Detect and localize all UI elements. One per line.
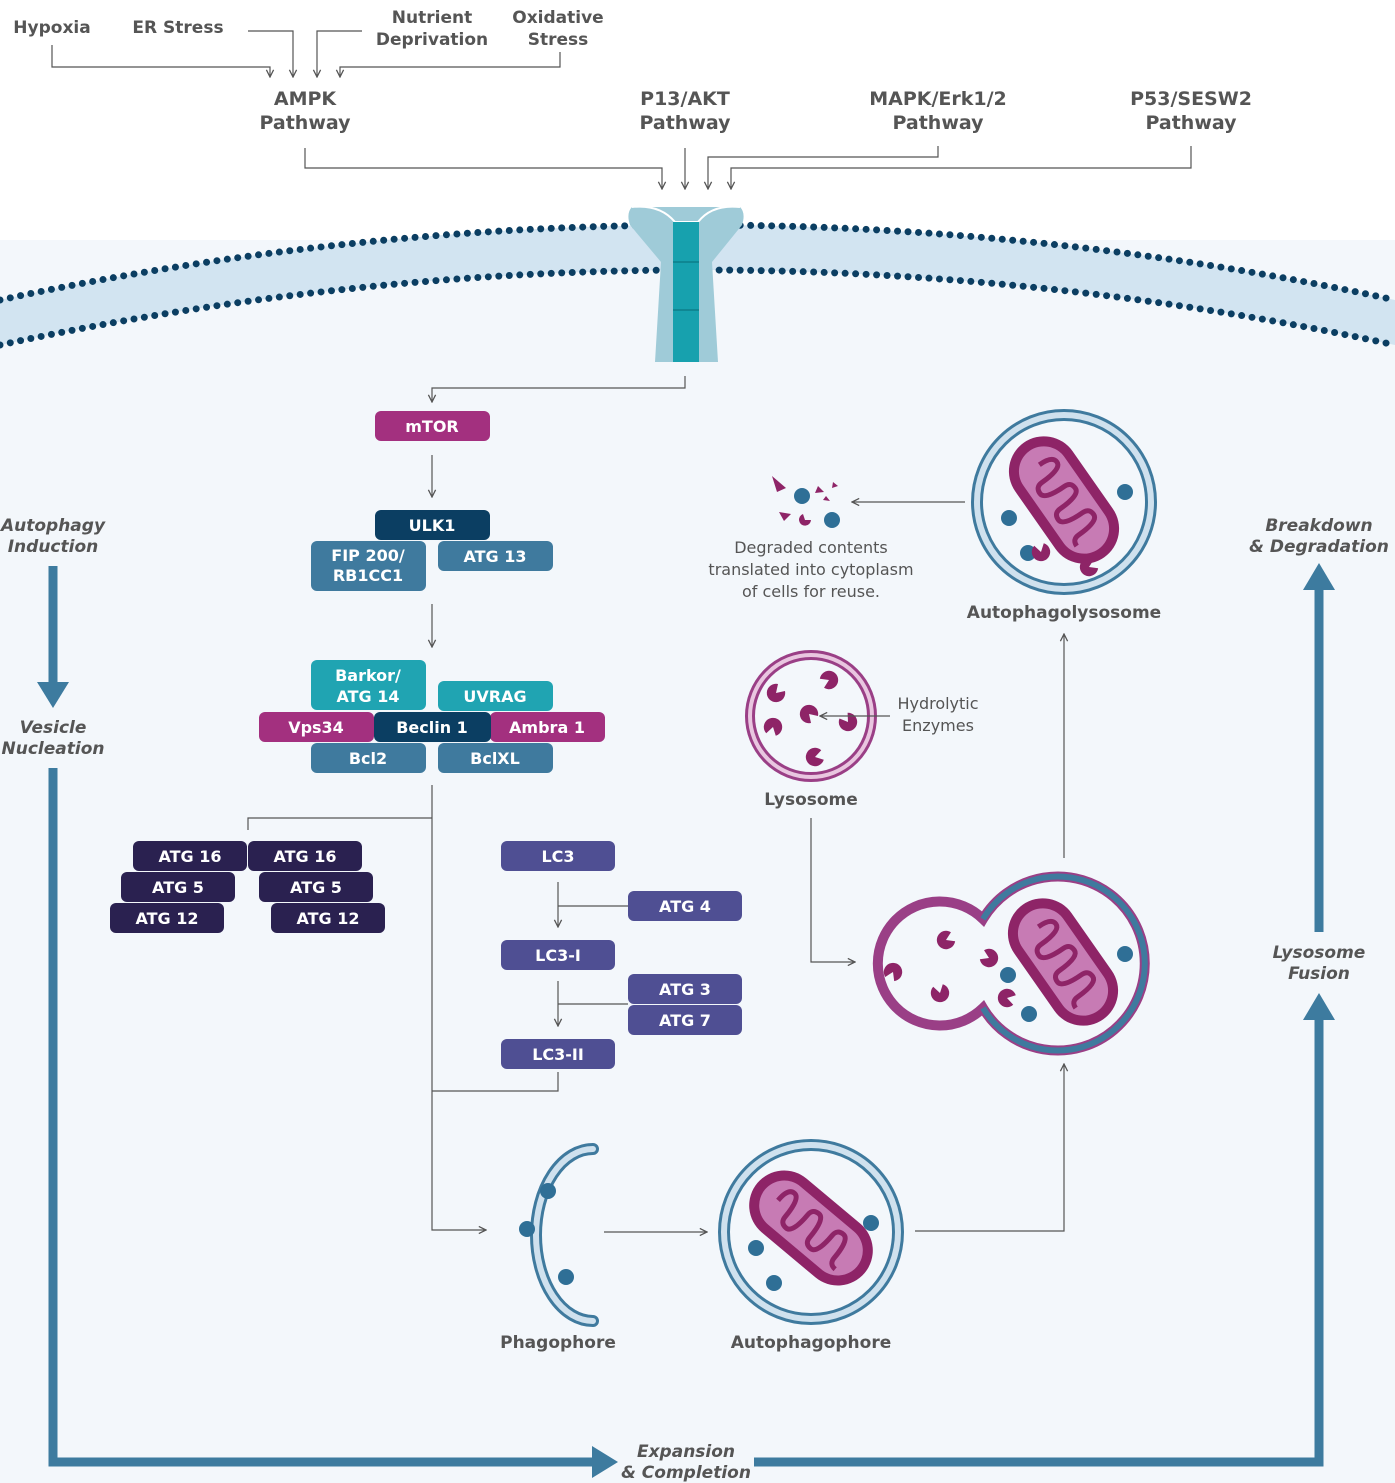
stressor-connectors [51,30,561,77]
autophagophore-to-fusion-connector [915,1064,1064,1232]
svg-text:Bcl2: Bcl2 [349,749,387,768]
ambra1-box: Ambra 1 [490,712,605,742]
degraded-particles-icon [772,476,840,528]
lc3-box: LC3 [501,841,615,871]
atg12-box-left: ATG 12 [110,903,224,933]
phagophore-label: Phagophore [500,1333,616,1353]
svg-text:ATG 14: ATG 14 [336,687,399,706]
expansion-label-1: Expansion [637,1442,735,1462]
nucleation-label-1: Vesicle [20,718,87,738]
svg-text:ATG 13: ATG 13 [463,547,526,566]
lysosome-label: Lysosome [764,790,858,810]
mtor-box: mTOR [375,411,490,441]
pathway-connectors [304,146,1192,189]
atg16-box-right: ATG 16 [248,841,362,871]
atg3-box: ATG 3 [628,974,742,1004]
lc3i-box: LC3-I [501,940,615,970]
svg-text:ATG 5: ATG 5 [152,878,204,897]
ampk-label-2: Pathway [259,112,351,134]
degraded-label-1: Degraded contents [734,538,888,557]
svg-text:BclXL: BclXL [470,749,520,768]
bcl2-box: Bcl2 [311,743,426,773]
p53-label-2: Pathway [1145,112,1237,134]
atg5-box-left: ATG 5 [121,872,235,902]
phagophore-icon [519,1143,599,1327]
ulk1-box: ULK1 [375,510,490,540]
svg-text:LC3-I: LC3-I [535,946,581,965]
beclin-to-phagophore-connector [247,785,559,1230]
svg-text:ATG 16: ATG 16 [273,847,336,866]
autophagophore-icon [718,1139,904,1325]
uvrag-box: UVRAG [438,681,553,711]
stressor-labels: Hypoxia ER Stress Nutrient Deprivation O… [13,8,603,50]
svg-text:RB1CC1: RB1CC1 [333,566,403,585]
autophagophore-label: Autophagophore [731,1333,892,1353]
p53-label-1: P53/SESW2 [1130,88,1252,110]
nutrient-label-2: Deprivation [376,30,488,50]
expansion-label-2: & Completion [621,1463,751,1483]
er-stress-label: ER Stress [132,18,223,38]
degraded-label-2: translated into cytoplasm [708,560,913,579]
svg-text:mTOR: mTOR [405,417,459,436]
svg-text:Beclin 1: Beclin 1 [396,718,468,737]
svg-text:ATG 12: ATG 12 [296,909,359,928]
barkor-box: Barkor/ ATG 14 [311,660,426,710]
svg-text:Ambra 1: Ambra 1 [509,718,585,737]
svg-text:ATG 5: ATG 5 [290,878,342,897]
hydrolytic-label-1: Hydrolytic [897,694,978,713]
autophagolysosome-icon [971,409,1157,595]
breakdown-label-1: Breakdown [1265,516,1372,536]
svg-text:UVRAG: UVRAG [463,687,526,706]
svg-text:ATG 16: ATG 16 [158,847,221,866]
svg-text:Barkor/: Barkor/ [335,666,401,685]
svg-text:ATG 4: ATG 4 [659,897,711,916]
svg-text:ATG 7: ATG 7 [659,1011,711,1030]
atg4-box: ATG 4 [628,891,742,921]
atg12-box-right: ATG 12 [271,903,385,933]
atg13-box: ATG 13 [438,541,553,571]
mapk-label-1: MAPK/Erk1/2 [869,88,1007,110]
channel-to-mtor-connector [432,376,686,402]
lc3ii-box: LC3-II [501,1039,615,1069]
nucleation-label-2: Nucleation [2,739,105,759]
process-flow-arrows [37,563,1335,1478]
svg-text:LC3: LC3 [541,847,574,866]
degraded-label-3: of cells for reuse. [742,582,880,601]
atg16-box-left: ATG 16 [133,841,247,871]
breakdown-label-2: & Degradation [1249,537,1389,557]
receptor-channel-icon [628,205,744,362]
induction-label-1: Autophagy [0,516,106,536]
nutrient-label-1: Nutrient [392,8,472,28]
pi3k-label-1: P13/AKT [640,88,730,110]
svg-text:ATG 3: ATG 3 [659,980,711,999]
oxidative-label-2: Stress [528,30,589,50]
fip200-box: FIP 200/ RB1CC1 [311,541,426,591]
ampk-label-1: AMPK [274,88,338,110]
beclin1-box: Beclin 1 [374,712,491,742]
fusion-label-1: Lysosome [1273,943,1366,963]
lysosome-to-fusion-connector [810,818,855,962]
pi3k-label-2: Pathway [639,112,731,134]
stage-labels: Autophagy Induction Vesicle Nucleation E… [0,516,1389,1483]
svg-text:LC3-II: LC3-II [532,1045,584,1064]
svg-text:ULK1: ULK1 [409,516,456,535]
vps34-box: Vps34 [259,712,374,742]
bclxl-box: BclXL [438,743,553,773]
mapk-label-2: Pathway [892,112,984,134]
hypoxia-label: Hypoxia [13,18,90,38]
svg-text:Vps34: Vps34 [288,718,344,737]
induction-label-2: Induction [8,537,99,557]
fusion-label-2: Fusion [1288,964,1350,984]
svg-text:FIP 200/: FIP 200/ [331,546,405,565]
hydrolytic-label-2: Enzymes [902,716,974,735]
oxidative-label-1: Oxidative [512,8,603,28]
atg7-box: ATG 7 [628,1005,742,1035]
pathway-labels: AMPK Pathway P13/AKT Pathway MAPK/Erk1/2… [259,88,1251,134]
fusion-structure-icon [872,871,1150,1056]
atg5-box-right: ATG 5 [259,872,373,902]
svg-text:ATG 12: ATG 12 [135,909,198,928]
autophagolysosome-label: Autophagolysosome [967,603,1161,623]
